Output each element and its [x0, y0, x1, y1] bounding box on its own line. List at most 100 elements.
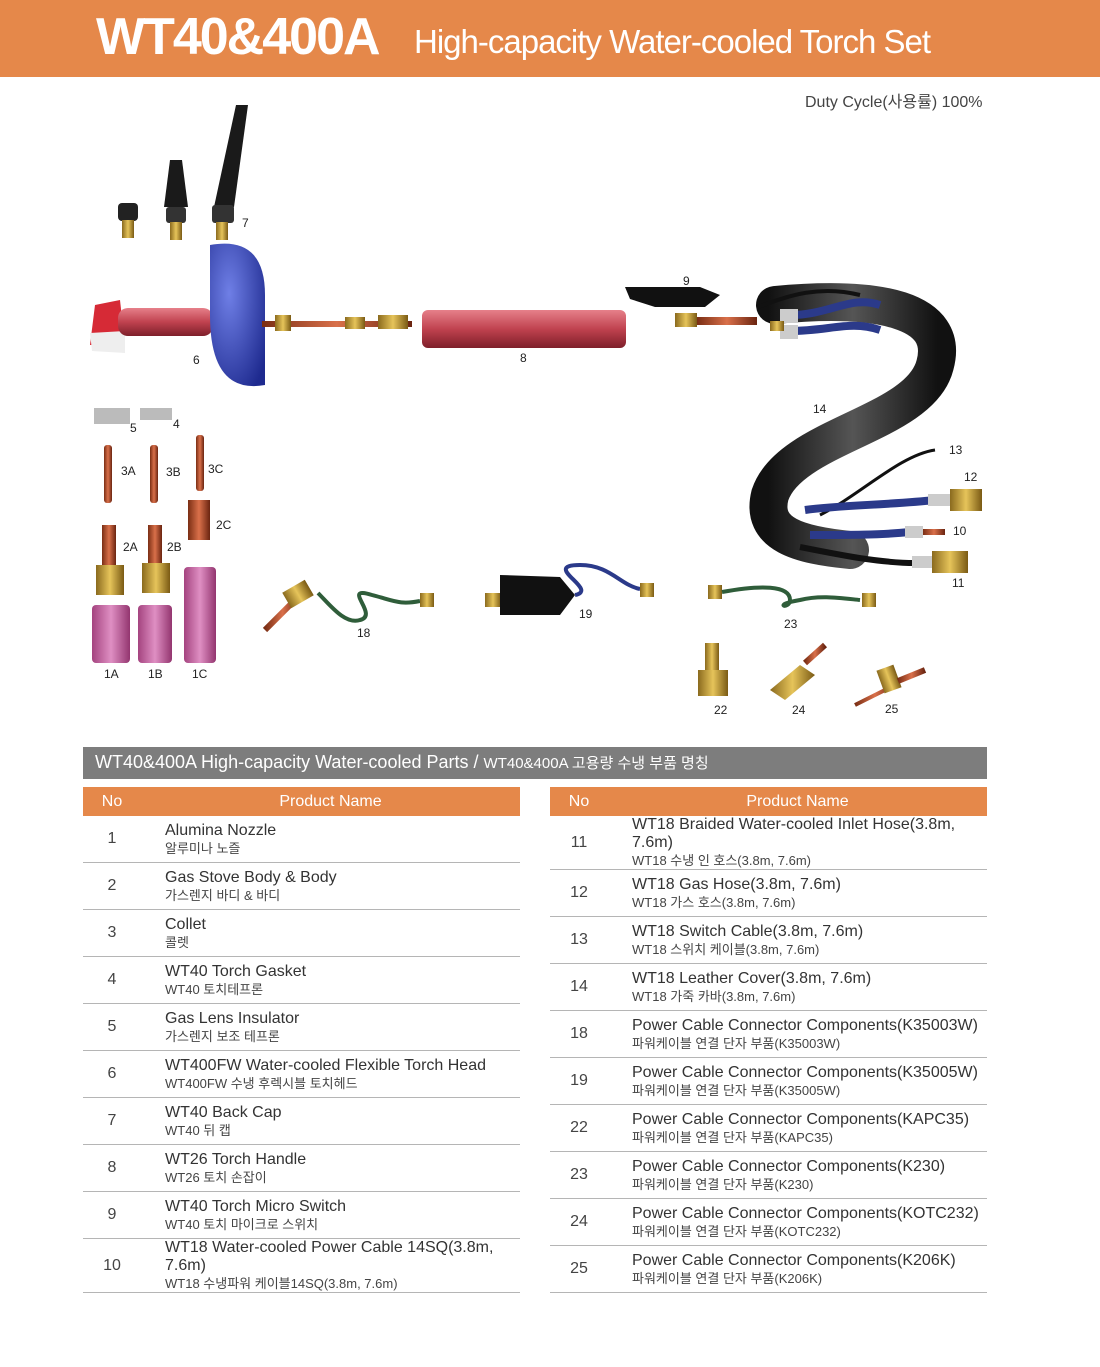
callout-label: 1A — [104, 667, 119, 681]
part-number: 3 — [83, 909, 141, 957]
column-header-no: No — [550, 787, 608, 816]
parts-illustration: 7 6 8 9 14 13 12 10 11 5 4 3A 3B 3C 2C 2… — [90, 105, 982, 717]
part-number: 13 — [550, 916, 608, 964]
part-name-cell: Power Cable Connector Components(K35003W… — [608, 1010, 987, 1058]
callout-label: 19 — [579, 607, 593, 621]
part-name-cell: WT18 Water-cooled Power Cable 14SQ(3.8m,… — [141, 1238, 520, 1293]
callout-label: 14 — [813, 402, 827, 416]
column-header-no: No — [83, 787, 141, 816]
callout-label: 9 — [683, 274, 690, 288]
part-name-kr: WT18 스위치 케이블(3.8m, 7.6m) — [632, 941, 820, 957]
table-header-row: No Product Name — [550, 787, 987, 816]
callout-label: 5 — [130, 421, 137, 435]
part-number: 9 — [83, 1191, 141, 1239]
part-name-cell: Power Cable Connector Components(KAPC35)… — [608, 1104, 987, 1152]
header-banner: WT40&400A High-capacity Water-cooled Tor… — [0, 0, 1100, 77]
part-name-en: WT18 Gas Hose(3.8m, 7.6m) — [632, 875, 841, 893]
part-number: 7 — [83, 1097, 141, 1145]
parts-diagram: 7 6 8 9 14 13 12 10 11 5 4 3A 3B 3C 2C 2… — [0, 95, 1100, 725]
part-number: 22 — [550, 1104, 608, 1152]
callout-label: 22 — [714, 703, 728, 717]
part-name-en: Power Cable Connector Components(K35005W… — [632, 1063, 978, 1081]
callout-label: 10 — [953, 524, 967, 538]
connector-18 — [262, 579, 434, 633]
callout-label: 1B — [148, 667, 163, 681]
part-number: 23 — [550, 1151, 608, 1199]
callout-label: 3A — [121, 464, 136, 478]
part-name-kr: WT26 토치 손잡이 — [165, 1169, 267, 1185]
part-number: 24 — [550, 1198, 608, 1246]
part-number: 18 — [550, 1010, 608, 1058]
part-name-kr: 파워케이블 연결 단자 부품(K230) — [632, 1176, 814, 1192]
column-header-name: Product Name — [141, 787, 520, 816]
micro-switch — [625, 287, 757, 327]
part-name-en: Alumina Nozzle — [165, 821, 277, 839]
connector-19 — [485, 562, 654, 615]
part-name-cell: WT18 Switch Cable(3.8m, 7.6m)WT18 스위치 케이… — [608, 916, 987, 964]
section-title-kr: WT40&400A 고용량 수냉 부품 명칭 — [483, 755, 709, 772]
part-name-en: Power Cable Connector Components(KOTC232… — [632, 1204, 979, 1222]
part-name-kr: WT18 가스 호스(3.8m, 7.6m) — [632, 894, 796, 910]
part-name-cell: WT400FW Water-cooled Flexible Torch Head… — [141, 1050, 520, 1098]
part-name-kr: WT40 뒤 캡 — [165, 1122, 231, 1138]
part-name-kr: WT40 토치테프론 — [165, 981, 264, 997]
section-title-bar: WT40&400A High-capacity Water-cooled Par… — [83, 747, 987, 779]
part-name-en: WT40 Back Cap — [165, 1103, 282, 1121]
part-name-cell: WT18 Leather Cover(3.8m, 7.6m)WT18 가죽 카바… — [608, 963, 987, 1011]
cable-ends-top — [757, 288, 882, 339]
part-number: 4 — [83, 956, 141, 1004]
part-number: 1 — [83, 816, 141, 863]
part-name-kr: WT40 토치 마이크로 스위치 — [165, 1216, 319, 1232]
callout-label: 18 — [357, 626, 371, 640]
part-name-cell: Power Cable Connector Components(K35005W… — [608, 1057, 987, 1105]
part-name-kr: 알루미나 노즐 — [165, 840, 241, 856]
part-number: 14 — [550, 963, 608, 1011]
callout-label: 2B — [167, 540, 182, 554]
part-name-en: Power Cable Connector Components(KAPC35) — [632, 1110, 970, 1128]
part-name-kr: 파워케이블 연결 단자 부품(K206K) — [632, 1270, 823, 1286]
part-name-kr: 가스렌지 보조 테프론 — [165, 1028, 280, 1044]
part-name-en: WT18 Braided Water-cooled Inlet Hose(3.8… — [632, 816, 956, 851]
part-name-cell: WT18 Braided Water-cooled Inlet Hose(3.8… — [608, 816, 987, 870]
part-name-kr: WT18 가죽 카바(3.8m, 7.6m) — [632, 988, 796, 1004]
part-name-en: Collet — [165, 915, 206, 933]
part-number: 25 — [550, 1245, 608, 1293]
table-row: 12 WT18 Gas Hose(3.8m, 7.6m)WT18 가스 호스(3.… — [550, 869, 987, 917]
leather-cover — [749, 283, 956, 569]
part-name-kr: 파워케이블 연결 단자 부품(KAPC35) — [632, 1129, 833, 1145]
part-name-en: WT18 Leather Cover(3.8m, 7.6m) — [632, 969, 872, 987]
callout-label: 1C — [192, 667, 208, 681]
section-separator: / — [473, 752, 479, 772]
part-number: 12 — [550, 869, 608, 917]
callout-label: 13 — [949, 443, 963, 457]
consumables — [92, 408, 216, 663]
part-name-cell: Power Cable Connector Components(KOTC232… — [608, 1198, 987, 1246]
callout-label: 23 — [784, 617, 798, 631]
part-name-en: Gas Stove Body & Body — [165, 868, 337, 886]
callout-label: 2C — [216, 518, 232, 532]
page-subtitle: High-capacity Water-cooled Torch Set — [414, 23, 931, 60]
torch-head — [90, 243, 412, 387]
part-name-en: WT40 Torch Micro Switch — [165, 1197, 347, 1215]
part-number: 8 — [83, 1144, 141, 1192]
callout-label: 3B — [166, 465, 181, 479]
part-name-cell: Power Cable Connector Components(K206K)파… — [608, 1245, 987, 1293]
callout-label: 12 — [964, 470, 978, 484]
part-number: 11 — [550, 816, 608, 870]
